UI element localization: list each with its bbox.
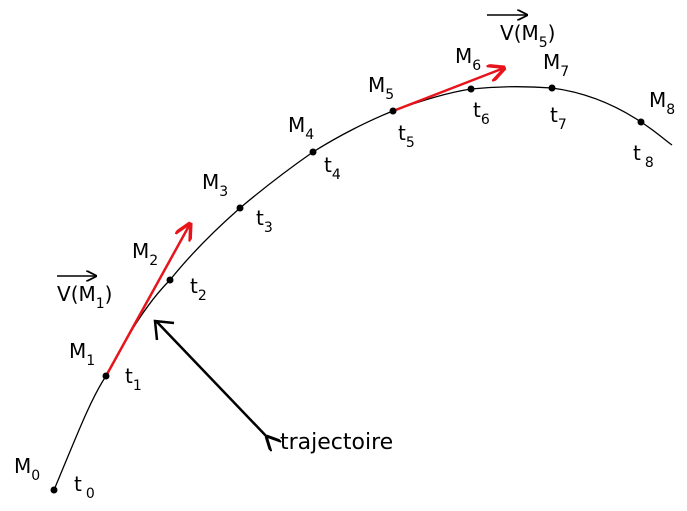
label-m6: M6 <box>455 44 481 74</box>
trajectory-pointer-arrow <box>156 321 268 438</box>
label-t6: t6 <box>473 98 490 128</box>
point-m0 <box>50 486 58 494</box>
vector-label-m5: V(M5) <box>487 15 555 51</box>
point-m4 <box>309 148 317 156</box>
svg-text:V(M5): V(M5) <box>500 21 555 51</box>
velocity-vector-m1 <box>104 224 190 377</box>
label-m5: M5 <box>368 73 394 103</box>
label-t1: t1 <box>125 364 142 394</box>
label-m2: M2 <box>132 239 158 269</box>
label-m8: M8 <box>649 88 675 118</box>
label-m7: M7 <box>543 50 569 80</box>
label-m1: M1 <box>69 339 95 369</box>
point-m7 <box>548 84 556 92</box>
label-m0: M0 <box>14 454 40 484</box>
svg-text:V(M1): V(M1) <box>57 282 112 312</box>
label-t7: t7 <box>550 103 567 133</box>
label-m3: M3 <box>202 170 228 200</box>
trajectory-pointer-head <box>153 319 175 341</box>
label-t2: t2 <box>190 274 207 304</box>
point-m2 <box>166 276 174 284</box>
label-m4: M4 <box>288 113 314 143</box>
label-t4: t4 <box>324 153 341 183</box>
label-t3: t3 <box>256 206 273 236</box>
point-m5 <box>389 107 397 115</box>
point-m3 <box>236 204 244 212</box>
point-m8 <box>637 118 645 126</box>
velocity-vector-m5 <box>392 68 504 113</box>
point-m1 <box>102 372 110 380</box>
label-t5: t5 <box>398 121 415 151</box>
trajectory-points <box>50 84 645 494</box>
vector-label-m1: V(M1) <box>57 276 112 312</box>
trajectory-label: trajectoire <box>280 430 393 455</box>
point-m6 <box>467 85 475 93</box>
